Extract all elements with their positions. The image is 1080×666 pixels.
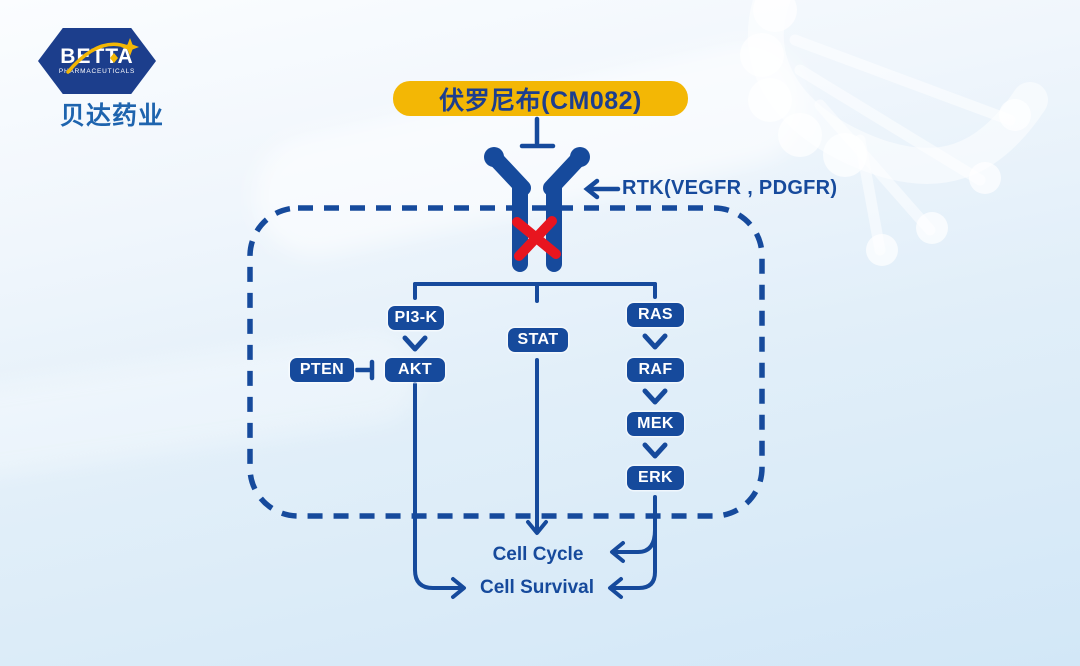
rtk-pointer-arrow-icon [583,178,621,200]
pathway-node-stat: STAT [508,328,568,352]
logo-swoosh-icon [66,38,139,74]
branch-connector [413,282,657,303]
akt-to-cellsurvival-arrow [413,382,466,599]
chevron-down-icons [402,333,668,459]
outcome-cell-survival: Cell Survival [479,577,595,598]
pathway-node-erk: ERK [627,466,684,490]
erk-output-arrows [608,495,657,599]
drug-inhibition-tbar [519,116,556,149]
stat-to-cellcycle-arrow [526,358,548,535]
pten-inhibition-symbol [354,359,375,381]
pathway-node-mek: MEK [627,412,684,436]
drug-title-banner: 伏罗尼布(CM082) [393,81,688,116]
pathway-node-ras: RAS [627,303,684,327]
outcome-cell-cycle: Cell Cycle [492,544,584,565]
rtk-receptor-label: RTK(VEGFR , PDGFR) [622,177,838,199]
cell-membrane-boundary [247,205,765,519]
betta-logo-chinese-name: 贝达药业 [59,102,164,130]
pathway-node-akt: AKT [385,358,445,382]
betta-logo: BETTA PHARMACEUTICALS 贝达药业 [36,24,166,132]
betta-logo-subtitle: PHARMACEUTICALS [58,68,136,75]
pathway-node-pi3k: PI3-K [388,306,444,330]
pathway-node-pten: PTEN [290,358,354,382]
pathway-node-raf: RAF [627,358,684,382]
blocked-x-icon [512,216,561,261]
